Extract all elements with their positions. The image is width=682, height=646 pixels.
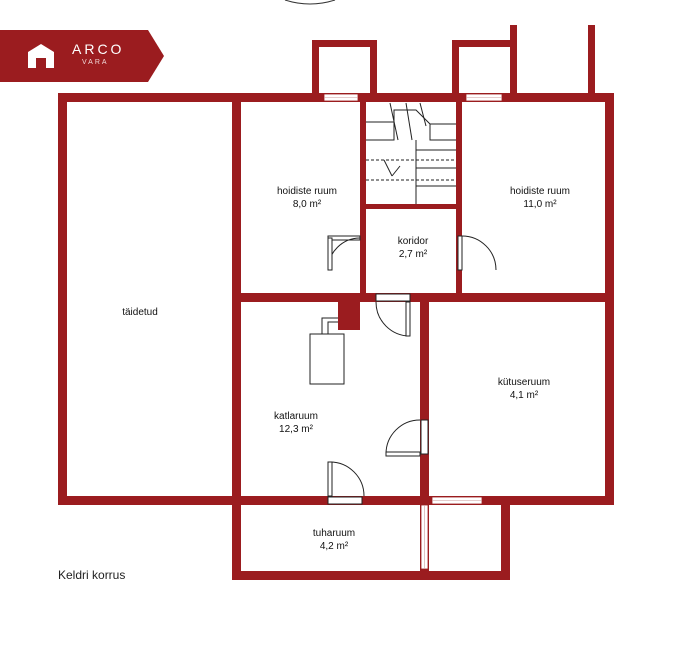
room-labels: täidetud hoidiste ruum 8,0 m² koridor 2,… <box>122 186 570 552</box>
room-name-koridor: koridor <box>398 236 429 247</box>
room-name-hoidiste1: hoidiste ruum <box>277 186 337 197</box>
floor-name: Keldri korrus <box>58 568 126 582</box>
room-name-taidetud: täidetud <box>122 307 158 318</box>
room-area-koridor: 2,7 m² <box>399 249 428 260</box>
arc-fragment <box>284 0 336 5</box>
room-name-tuharuum: tuharuum <box>313 528 355 539</box>
room-area-tuharuum: 4,2 m² <box>320 541 349 552</box>
room-area-katlaruum: 12,3 m² <box>279 424 314 435</box>
room-area-hoidiste1: 8,0 m² <box>293 199 322 210</box>
room-name-hoidiste2: hoidiste ruum <box>510 186 570 197</box>
room-area-kutuseruum: 4,1 m² <box>510 390 539 401</box>
boiler-fixture <box>309 317 345 385</box>
room-area-hoidiste2: 11,0 m² <box>523 199 557 210</box>
doors <box>327 235 497 505</box>
windows <box>323 93 503 570</box>
room-name-katlaruum: katlaruum <box>274 411 318 422</box>
logo-badge <box>0 30 164 82</box>
brand-sub: VARA <box>82 59 109 66</box>
brand-name: ARCO <box>72 41 125 57</box>
house-logo-icon <box>28 44 54 68</box>
staircase <box>366 102 456 204</box>
room-name-kutuseruum: kütuseruum <box>498 377 550 388</box>
